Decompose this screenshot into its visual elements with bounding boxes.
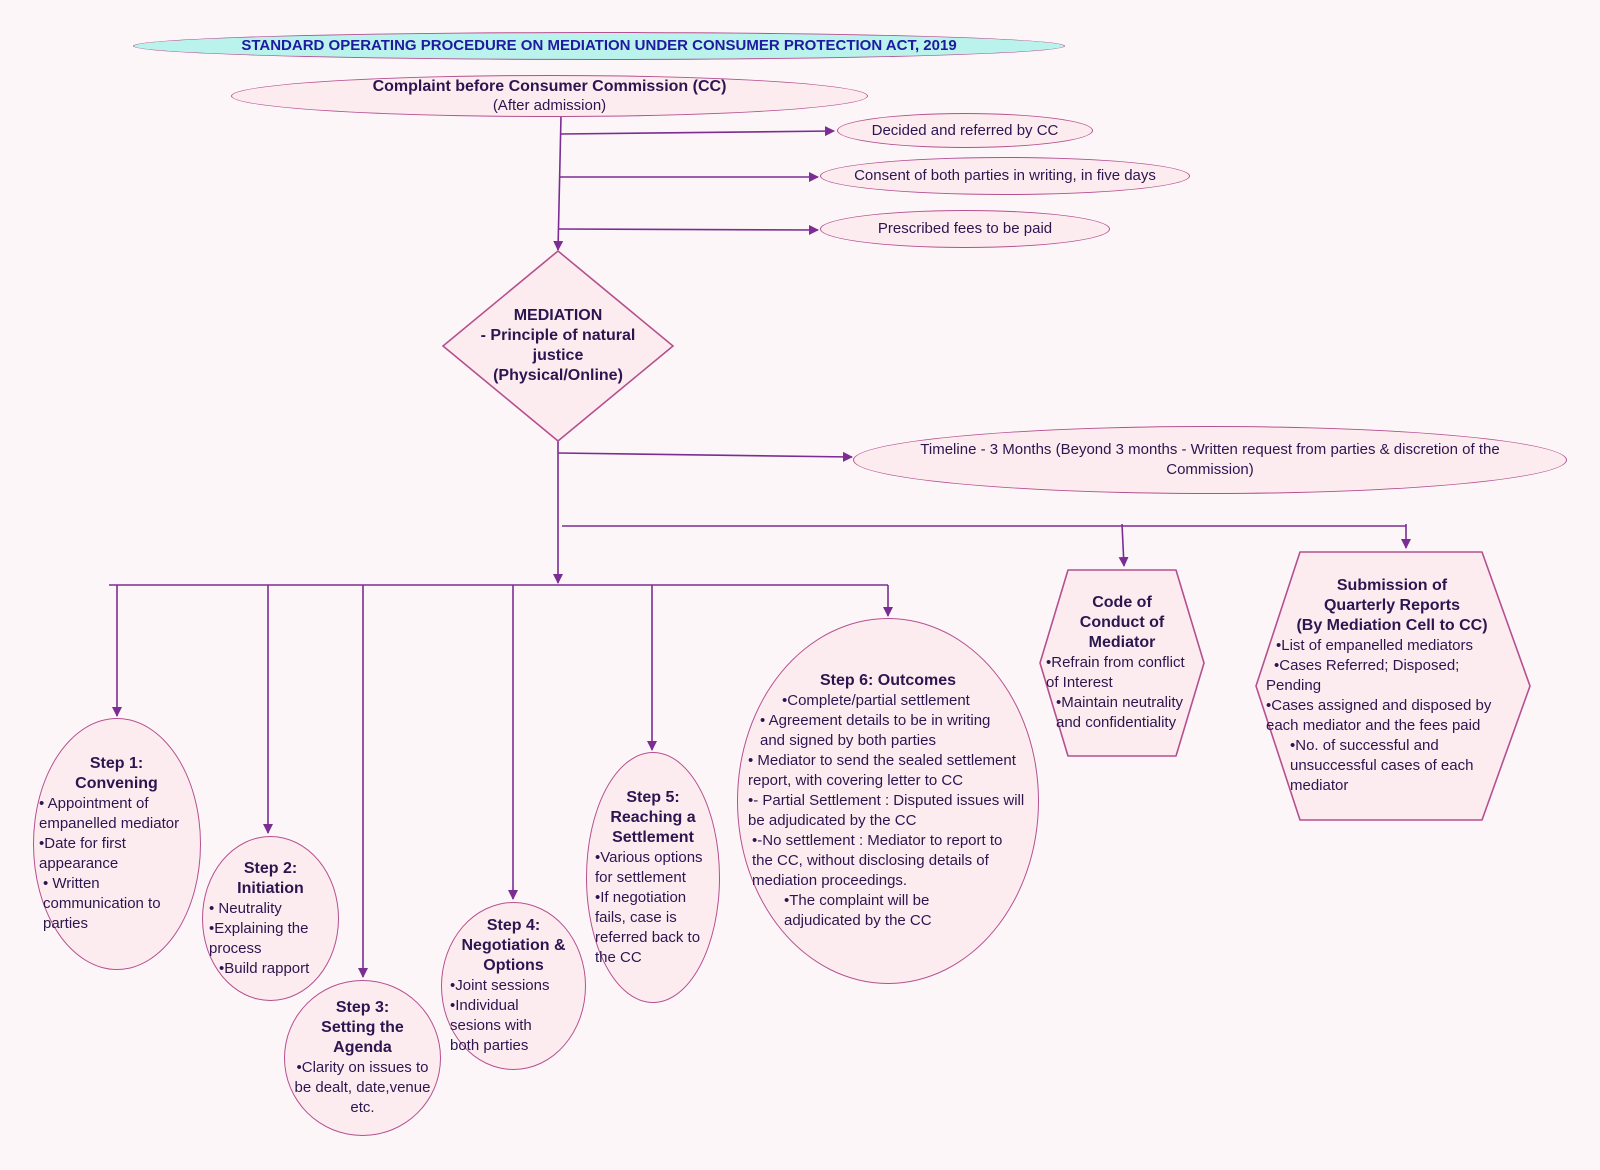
- code-title: Code of Conduct of Mediator: [1079, 594, 1165, 651]
- reports-bullet: •Cases Referred; Disposed; Pending: [1266, 657, 1460, 694]
- arrow-condition-1: [560, 126, 835, 137]
- code-bullet: •Refrain from conflict of Interest: [1046, 654, 1185, 691]
- step-5-bullet: •Various options for settlement: [595, 848, 703, 886]
- condition-fees: Prescribed fees to be paid: [820, 210, 1110, 248]
- hexagon-shape: [1255, 551, 1531, 821]
- step-6-bullet: •Complete/partial settlement: [782, 692, 970, 709]
- step-4-label: Step 4:: [486, 917, 541, 934]
- hexagon-shape: [1039, 569, 1205, 757]
- step-1-node: Step 1: Convening • Appointment of empan…: [33, 718, 201, 970]
- step-6-bullet: • Agreement details to be in writing and…: [760, 712, 991, 749]
- arrow-condition-3: [558, 224, 819, 235]
- reports-bullet: •Cases assigned and disposed by each med…: [1266, 697, 1492, 734]
- step-2-node: Step 2: Initiation • Neutrality •Explain…: [202, 836, 339, 1001]
- step-1-title: Convening: [75, 775, 158, 792]
- quarterly-reports-node: Submission of Quarterly Reports (By Medi…: [1254, 551, 1532, 821]
- step-2-bullet: • Neutrality: [209, 899, 282, 917]
- reports-bullet: •List of empanelled mediators: [1276, 637, 1474, 654]
- step-3-label: Step 3:: [335, 999, 390, 1016]
- step-3-bullet: •Clarity on issues to be dealt, date,ven…: [294, 1059, 431, 1116]
- reports-title: Submission of Quarterly Reports: [1323, 577, 1461, 614]
- step-5-bullet: •If negotiation fails, case is referred …: [595, 888, 701, 966]
- trunk-to-mediation: [553, 115, 564, 251]
- reports-subtitle: (By Mediation Cell to CC): [1296, 617, 1488, 634]
- step-4-bullet: •Individual sesions with both parties: [450, 997, 532, 1054]
- timeline-text: Timeline - 3 Months (Beyond 3 months - W…: [920, 441, 1500, 478]
- step-5-label: Step 5:: [626, 788, 680, 806]
- condition-text: Decided and referred by CC: [871, 121, 1059, 139]
- complaint-title: Complaint before Consumer Commission (CC…: [372, 78, 727, 95]
- condition-text: Prescribed fees to be paid: [877, 220, 1053, 237]
- code-bullet: •Maintain neutrality and confidentiality: [1056, 694, 1183, 731]
- mediation-line: - Principle of natural: [480, 327, 636, 344]
- step-6-bullet: •- Partial Settlement : Disputed issues …: [748, 792, 1025, 829]
- step-2-title: Initiation: [237, 879, 304, 897]
- step-6-bullet: •-No settlement : Mediator to report to …: [752, 832, 1003, 889]
- step-4-title: Negotiation & Options: [461, 937, 566, 974]
- diamond-shape: [441, 250, 675, 442]
- step-6-node: Step 6: Outcomes •Complete/partial settl…: [737, 618, 1039, 984]
- arrow-code: [1118, 523, 1129, 567]
- mediation-title: MEDIATION: [513, 307, 603, 324]
- condition-consent: Consent of both parties in writing, in f…: [820, 157, 1190, 195]
- step-2-bullet: •Build rapport: [219, 959, 310, 977]
- step-3-node: Step 3: Setting the Agenda •Clarity on i…: [284, 980, 441, 1136]
- timeline-node: Timeline - 3 Months (Beyond 3 months - W…: [853, 426, 1567, 494]
- mediation-mode: (Physical/Online): [493, 367, 623, 384]
- title-text: STANDARD OPERATING PROCEDURE ON MEDIATIO…: [241, 37, 957, 54]
- step-1-bullet: • Written communication to parties: [43, 875, 161, 932]
- arrow-timeline: [557, 451, 853, 462]
- step-2-label: Step 2:: [243, 859, 298, 877]
- complaint-node: Complaint before Consumer Commission (CC…: [231, 75, 868, 117]
- step-5-node: Step 5: Reaching a Settlement •Various o…: [586, 752, 720, 1003]
- step-6-bullet: •The complaint will be adjudicated by th…: [784, 892, 932, 929]
- step-5-title: Reaching a Settlement: [610, 808, 696, 846]
- mediation-line: justice: [532, 347, 584, 364]
- step-3-title: Setting the Agenda: [321, 1019, 404, 1056]
- step-2-bullet: •Explaining the process: [209, 919, 309, 957]
- reports-bullet: •No. of successful and unsuccessful case…: [1290, 737, 1474, 794]
- condition-decided: Decided and referred by CC: [837, 113, 1093, 148]
- page-title: STANDARD OPERATING PROCEDURE ON MEDIATIO…: [133, 32, 1065, 60]
- step-6-title: Step 6: Outcomes: [819, 672, 957, 689]
- mediation-diamond: MEDIATION - Principle of natural justice…: [441, 250, 675, 442]
- step-1-label: Step 1:: [89, 755, 144, 772]
- step-6-bullet: • Mediator to send the sealed settlement…: [748, 752, 1016, 789]
- condition-text: Consent of both parties in writing, in f…: [854, 167, 1156, 184]
- complaint-subtitle: (After admission): [492, 97, 607, 114]
- step-1-bullet: • Appointment of empanelled mediator: [39, 795, 180, 832]
- step-4-bullet: •Joint sessions: [450, 977, 550, 994]
- step-1-bullet: •Date for first appearance: [39, 835, 126, 872]
- code-of-conduct-node: Code of Conduct of Mediator •Refrain fro…: [1038, 569, 1206, 757]
- step-4-node: Step 4: Negotiation & Options •Joint ses…: [441, 902, 586, 1070]
